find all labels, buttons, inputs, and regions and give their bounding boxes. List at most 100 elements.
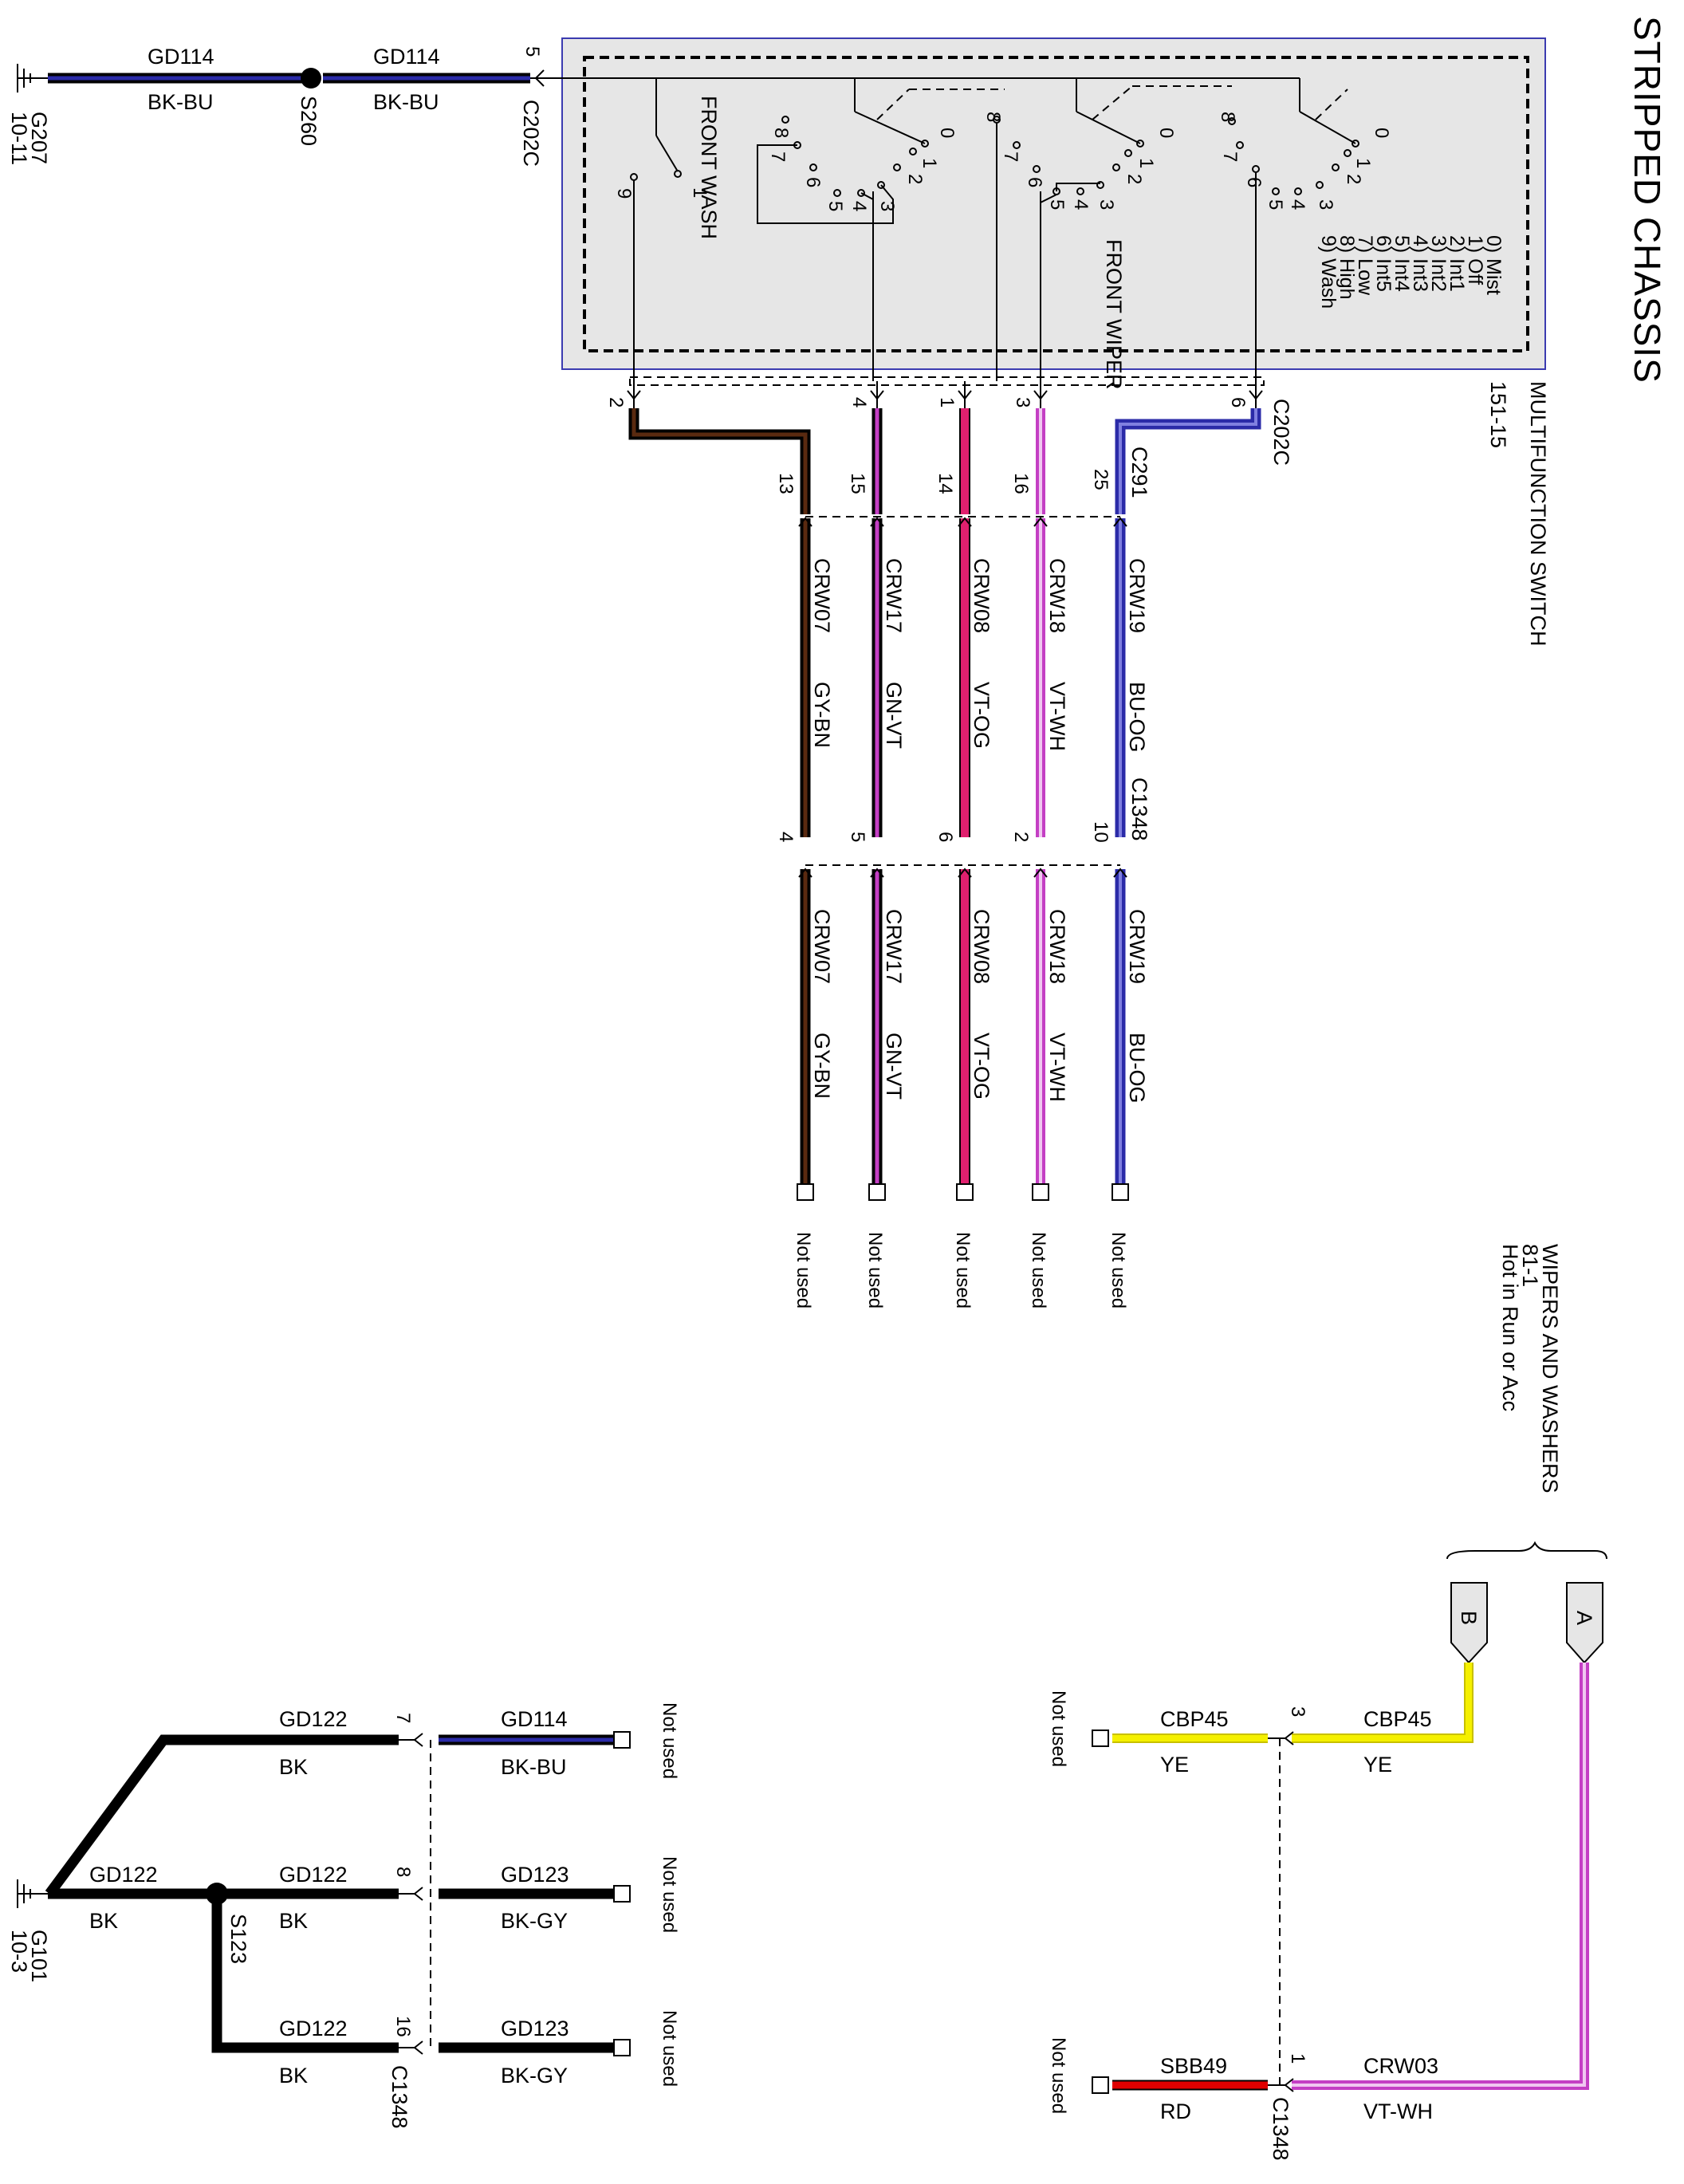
pin-number: 4: [848, 397, 870, 407]
position-item: 8) High: [1336, 235, 1358, 300]
pin-number: 2: [1010, 832, 1032, 842]
contact-number: 9: [613, 188, 635, 199]
multifunction-switch: FRONT WASH 1 9 8 7 6 5 4 3 2 1: [550, 37, 1550, 646]
pin-number: 8: [392, 1867, 414, 1877]
ground-ref: 10-11: [7, 112, 31, 165]
pin-number: 3: [1287, 1706, 1308, 1717]
connector-label: C1348: [388, 2065, 411, 2129]
position-item: 4) Int3: [1409, 235, 1431, 292]
wire-circuit-label: GD123: [501, 1863, 569, 1887]
wire-color-label: BK: [279, 1909, 308, 1933]
contact-number: 6: [802, 177, 824, 187]
wire-crw19: [1115, 381, 1261, 1184]
wire-circuit-label: CBP45: [1160, 1707, 1229, 1731]
wire-color-label: YE: [1363, 1753, 1392, 1777]
wire-circuit-label: CRW08: [970, 909, 993, 984]
contact-number: 5: [824, 201, 846, 211]
pin-number: 16: [1010, 473, 1032, 494]
position-item: 2) Int1: [1446, 235, 1468, 292]
connector-label: C1348: [1127, 777, 1151, 841]
off-page-arrow-b-icon: [1450, 1582, 1488, 1664]
not-used-label: Not used: [952, 1232, 974, 1308]
connector-c202c: [629, 376, 1265, 386]
ground-ref: 10-3: [7, 1930, 31, 1973]
pin-number: 25: [1090, 469, 1112, 490]
wire-circuit-label: GD122: [279, 1707, 348, 1731]
wire-circuit-label: CRW19: [1125, 558, 1149, 633]
wire-circuit-label: CBP45: [1363, 1707, 1432, 1731]
wire-circuit-label: GD114: [501, 1707, 568, 1731]
splice-label: S260: [297, 96, 321, 146]
contact-number: 8: [1217, 112, 1238, 122]
unused-terminal: [613, 2039, 631, 2056]
contact-number: 1: [1135, 158, 1157, 168]
wire-circuit-label: CRW08: [970, 558, 993, 633]
switch-ref: 151-15: [1486, 381, 1510, 448]
contact-number: 5: [1265, 199, 1286, 210]
connector-label: C291: [1127, 447, 1151, 498]
contact-number: 4: [1287, 199, 1308, 210]
c1348-terminals: [798, 868, 1127, 878]
unused-terminal: [613, 1731, 631, 1749]
wire-color-label: BK: [279, 2064, 308, 2088]
reference-page: 81-1: [1518, 1244, 1542, 1287]
harness: C291 C1348 2 4 1 3 6 13 15 14 16 25: [605, 381, 1263, 1308]
bottom-ground-branch: G101 10-3 S123 GD122 BK GD122 BK GD114 B…: [7, 1702, 680, 2129]
wire-color-label: BK: [279, 1755, 308, 1779]
contact-number: 2: [1123, 174, 1145, 184]
page-title: STRIPPED CHASSIS: [1627, 16, 1668, 384]
lower-right-wires: CBP45 YE CBP45 YE 3 Not used CRW03 VT-WH…: [1048, 1663, 1589, 2161]
not-used-label: Not used: [793, 1232, 814, 1308]
not-used-label: Not used: [1048, 1690, 1069, 1767]
unused-terminal: [613, 1885, 631, 1903]
contact-number: 7: [767, 152, 789, 162]
reference-title: WIPERS AND WASHERS: [1538, 1244, 1562, 1493]
pin-number: 7: [392, 1713, 414, 1723]
brace-icon: [1446, 1541, 1607, 1560]
wire-color-label: GY-BN: [810, 1033, 834, 1099]
connector-label: C202C: [1269, 399, 1293, 466]
pin-number: 6: [934, 832, 956, 842]
contact-number: 6: [1024, 177, 1045, 187]
not-used-label: Not used: [1108, 1232, 1129, 1308]
splice-label: S123: [226, 1914, 250, 1964]
pin-number: 15: [847, 473, 868, 494]
ground-g207-icon: [17, 64, 48, 92]
pin-number: 1: [1287, 2053, 1308, 2064]
position-item: 3) Int2: [1427, 235, 1450, 292]
arrow-label: A: [1572, 1611, 1596, 1625]
contact-number: 1: [1352, 158, 1374, 168]
pin-number: 5: [521, 46, 543, 57]
wire-circuit-label: GD122: [279, 2017, 348, 2040]
rotary-contact-group-3: [1228, 78, 1359, 381]
contact-number: 1: [919, 158, 940, 168]
switch-inner-boundary: [583, 56, 1529, 352]
wire-circuit-label: GD122: [279, 1863, 348, 1887]
switch-body: [561, 37, 1546, 370]
splice-s260: [301, 68, 321, 89]
position-item: 0) Mist: [1482, 235, 1505, 295]
wire-crw07: [628, 381, 811, 1184]
terminal-icon: [413, 1887, 423, 1901]
wire-color-label: RD: [1160, 2099, 1191, 2123]
wire-color-label: VT-OG: [970, 1033, 993, 1100]
contact-number: 3: [1096, 199, 1117, 210]
pin-number: 10: [1090, 821, 1112, 843]
contact-number: 6: [1243, 177, 1265, 187]
wire-circuit-label: GD122: [89, 1863, 158, 1887]
unused-terminal: [1092, 1729, 1109, 1747]
pin-number: 3: [1012, 397, 1033, 407]
pin-number: 13: [775, 473, 797, 494]
pin-number: 4: [775, 832, 797, 842]
wire-circuit-label: SBB49: [1160, 2054, 1227, 2078]
wire-color-label: VT-OG: [970, 682, 993, 749]
position-item: 9) Wash: [1317, 235, 1340, 309]
position-item: 1) Off: [1464, 235, 1486, 285]
contact-number: 4: [1070, 199, 1092, 210]
connector-label: C1348: [1269, 2097, 1293, 2161]
wire-color-label: BK-BU: [373, 90, 439, 114]
reference-note: Hot in Run or Acc: [1498, 1244, 1522, 1411]
contact-number: 0: [936, 128, 958, 138]
position-item: 6) Int5: [1372, 235, 1395, 292]
wire-circuit-label: GD123: [501, 2017, 569, 2040]
